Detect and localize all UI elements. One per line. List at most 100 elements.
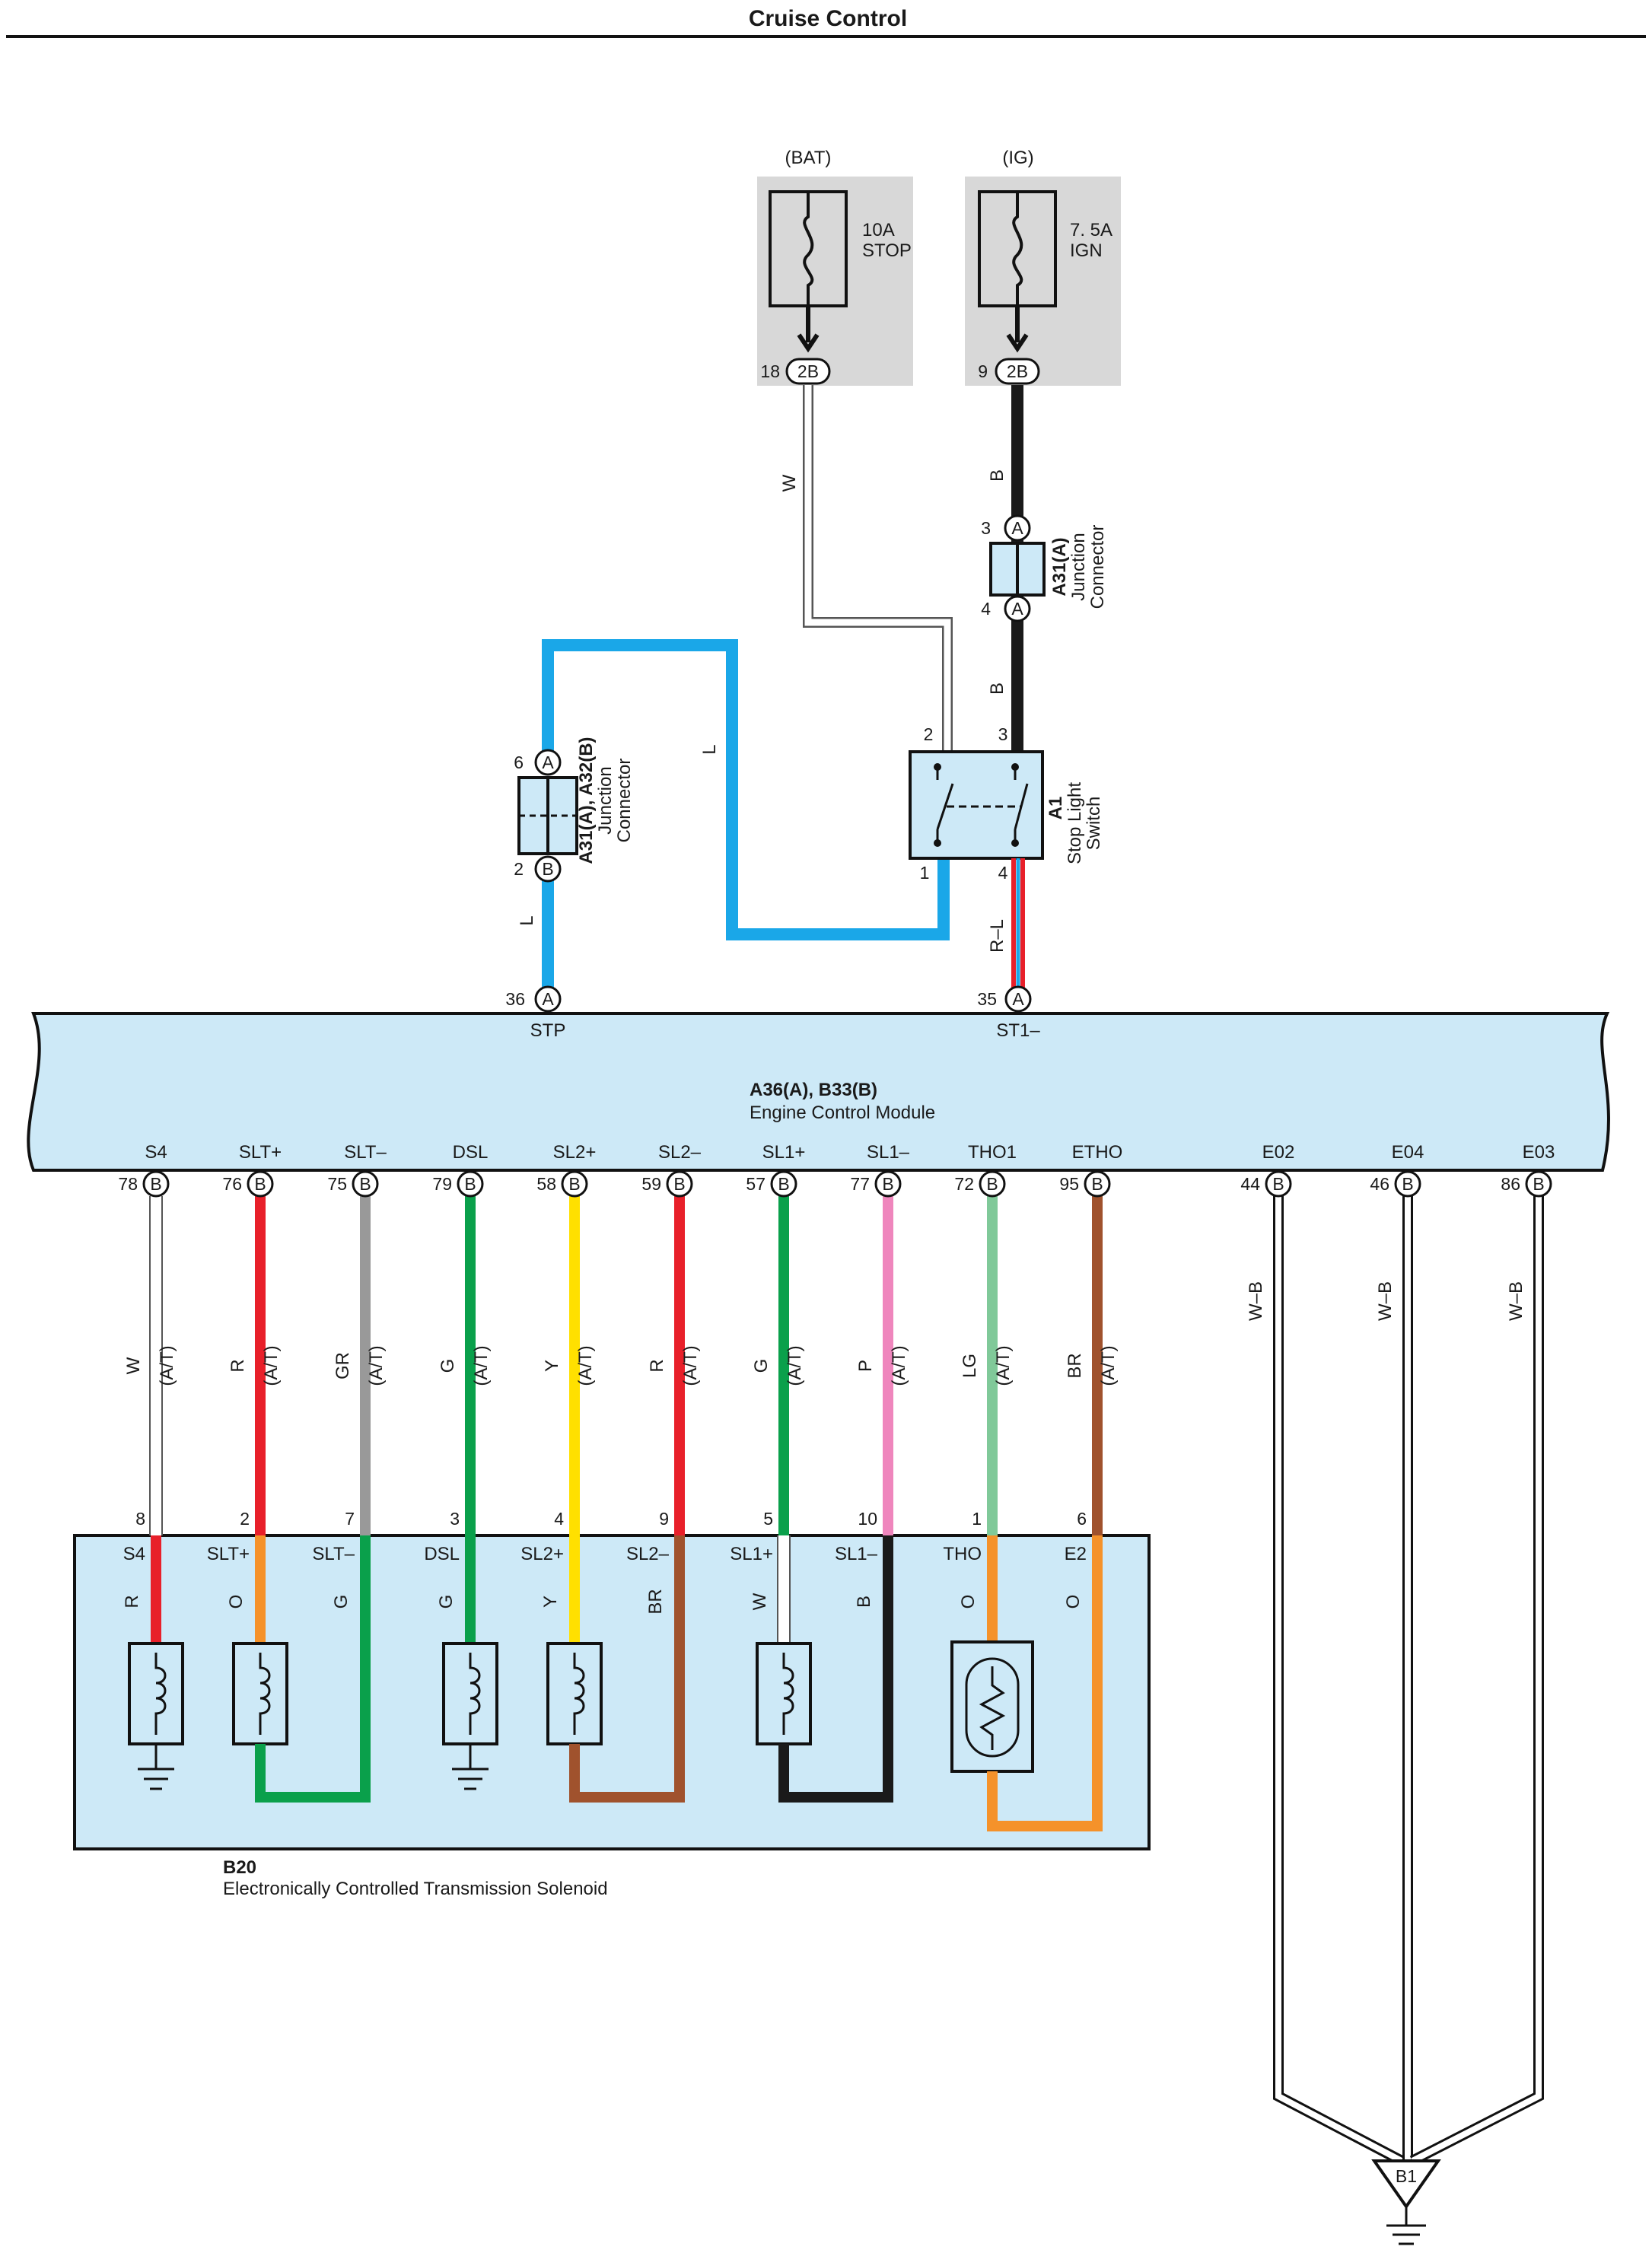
a31-conn-bot: A [1011, 599, 1023, 619]
wire-label-stp: L [517, 915, 537, 925]
coil-winding-icon [573, 1653, 585, 1735]
solenoid-code: B20 [223, 1857, 256, 1878]
ecm-term-5: SL2– [658, 1142, 702, 1163]
fuse-stop-name: STOP [862, 240, 912, 261]
sol-wire-e2 [987, 1535, 1103, 1831]
wire-color-4: Y [542, 1360, 562, 1372]
ecm-term-9: ETHO [1072, 1142, 1123, 1163]
ground-conn-2: B [1533, 1174, 1544, 1194]
fuse-stop-source: (BAT) [785, 148, 832, 168]
ground-term-1: E04 [1392, 1142, 1424, 1163]
ground-icon [452, 1744, 489, 1790]
sol-inner-0: R [122, 1595, 142, 1608]
wire-l-loop [542, 639, 950, 940]
sol-inner-7: B [854, 1596, 874, 1608]
sol-wire-slt-minus [255, 1535, 371, 1803]
ecm-pin-3: 79 [432, 1174, 452, 1194]
ecm-pin-9: 95 [1059, 1174, 1079, 1194]
ecm-term-stp: STP [530, 1020, 566, 1041]
coil-winding-icon [469, 1653, 481, 1735]
ecm-code: A36(A), B33(B) [750, 1080, 877, 1100]
switch-pin-1: 1 [920, 863, 930, 883]
ground-pin-0: 44 [1240, 1174, 1260, 1194]
a31-conn-top: A [1011, 518, 1023, 538]
wire-label-loop: L [699, 744, 720, 754]
ground-b1: B1 [1371, 2159, 1441, 2245]
fuse-stop-pin: 18 [760, 361, 780, 381]
sol-term-0: S4 [123, 1544, 145, 1564]
resistor-icon [979, 1666, 1006, 1750]
ecm-term-7: SL1– [867, 1142, 910, 1163]
a31-code: A31(A) [1049, 537, 1070, 596]
ground-icon [138, 1744, 174, 1790]
ecm-conn-2: B [359, 1174, 371, 1194]
arrow-down-icon [797, 306, 820, 353]
fuse-stop: (BAT) 10A STOP 2B 18 [757, 148, 913, 386]
ecm-term-3: DSL [453, 1142, 489, 1163]
ecm-top-conn-st1: A [1012, 989, 1024, 1009]
ground-term-2: E03 [1523, 1142, 1555, 1163]
junction-a31-a32: A B 6 2 A31(A), A32(B) Junction Connecto… [514, 737, 635, 883]
sol-pin-9: 6 [1077, 1509, 1087, 1529]
connector-icon [457, 1170, 484, 1198]
connector-icon [534, 749, 562, 776]
a31-pin-bot: 4 [981, 599, 991, 619]
fuse-stop-rating: 10A [862, 220, 895, 240]
sol-inner-5: BR [645, 1589, 666, 1614]
connector-icon [785, 358, 831, 385]
switch-code: A1 [1046, 797, 1066, 820]
fuse-ign-pin: 9 [978, 361, 988, 381]
ecm-pin-6: 57 [746, 1174, 766, 1194]
wire-wb-core-0 [1275, 1196, 1403, 2164]
ecm-term-1: SLT+ [239, 1142, 282, 1163]
ecm-pin-2: 75 [327, 1174, 347, 1194]
wire-color-6: G [751, 1359, 772, 1373]
a31a32-pin-bot: 2 [514, 859, 524, 879]
sol-term-4: SL2+ [520, 1544, 564, 1564]
a31-desc2: Connector [1087, 525, 1108, 609]
connector-icon [979, 1170, 1006, 1198]
fuse-ign: (IG) 7. 5A IGN 2B 9 [965, 148, 1121, 386]
connector-icon [247, 1170, 274, 1198]
thermistor-icon [965, 1657, 1020, 1758]
sol-term-6: SL1+ [730, 1544, 773, 1564]
connector-icon [534, 855, 562, 883]
connector-icon [142, 1170, 170, 1198]
sol-inner-2: G [331, 1595, 352, 1609]
ecm-term-4: SL2+ [553, 1142, 597, 1163]
solenoid-name: Electronically Controlled Transmission S… [223, 1879, 608, 1899]
fuse-ign-source: (IG) [1002, 148, 1033, 168]
a31a32-desc1: Junction [595, 766, 616, 834]
wire-note-2: (A/T) [366, 1345, 387, 1386]
ground-conn-0: B [1272, 1174, 1284, 1194]
connector-icon [1004, 514, 1031, 542]
switch-pin-2: 2 [924, 724, 934, 744]
switch-pin-4: 4 [998, 863, 1008, 883]
sol-pin-6: 5 [763, 1509, 773, 1529]
sol-inner-1: O [226, 1595, 247, 1609]
ecm-term-st1: ST1– [996, 1020, 1040, 1041]
a31a32-code: A31(A), A32(B) [576, 737, 597, 864]
thermistor-box-icon [950, 1640, 1034, 1773]
signal-wires: B78S4W(A/T)8S4RB76SLT+R(A/T)2SLT+OB75SLT… [118, 1142, 1122, 1615]
connector-icon [352, 1170, 379, 1198]
coil-winding-icon [782, 1653, 794, 1735]
solenoid-internals [128, 1535, 1103, 1831]
connector-icon [1084, 1170, 1111, 1198]
ground-color-2: W–B [1506, 1281, 1526, 1321]
connector-icon [1525, 1170, 1552, 1198]
coil-winding-icon [259, 1653, 271, 1735]
ecm-conn-0: B [150, 1174, 161, 1194]
sol-pin-3: 3 [450, 1509, 460, 1529]
stop-light-switch: 2 3 1 4 A1 Stop Light Switch [909, 724, 1104, 883]
wire-note-9: (A/T) [1098, 1345, 1119, 1386]
sol-inner-4: Y [540, 1596, 561, 1608]
arrow-down-icon [1006, 306, 1029, 353]
ecm-term-0: S4 [145, 1142, 167, 1163]
sol-inner-6: W [750, 1593, 770, 1610]
ecm-pin-0: 78 [118, 1174, 138, 1194]
fuse-ign-conn: 2B [1007, 361, 1028, 381]
sol-term-5: SL2– [626, 1544, 670, 1564]
wire-note-4: (A/T) [575, 1345, 596, 1386]
wire-w-outline [803, 385, 953, 753]
